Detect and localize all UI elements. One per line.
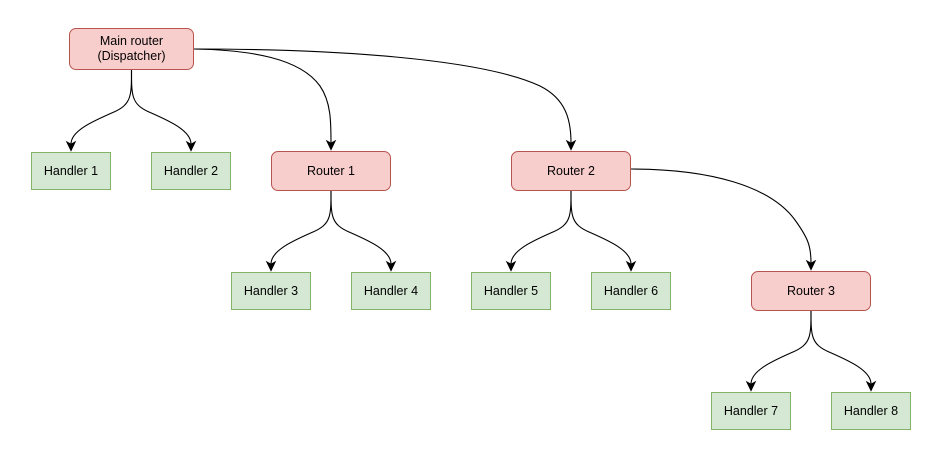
edge-r1-h4 [330,190,392,265]
node-handler-8-label: Handler 8 [843,403,899,418]
edge-r2-h5 [510,190,572,265]
edge-main-h2-arrowhead [185,140,197,152]
node-router-3[interactable]: Router 3 [751,271,871,311]
node-router-3-label: Router 3 [787,283,835,298]
node-handler-1[interactable]: Handler 1 [31,152,111,190]
edge-r1-h3 [270,190,332,265]
node-router-1[interactable]: Router 1 [271,151,391,191]
node-handler-5-label: Handler 5 [483,283,539,298]
node-handler-4-label: Handler 4 [363,283,419,298]
node-handler-2-label: Handler 2 [163,163,219,178]
node-handler-4[interactable]: Handler 4 [351,272,431,310]
node-handler-5[interactable]: Handler 5 [471,272,551,310]
node-router-2[interactable]: Router 2 [511,151,631,191]
edge-r2-r3 [630,168,812,264]
node-router-1-label: Router 1 [307,163,355,178]
edge-r3-h8-arrowhead [865,380,877,392]
edge-main-r1 [193,48,332,144]
node-main-router-label: Main router (Dispatcher) [97,34,166,63]
node-main-router[interactable]: Main router (Dispatcher) [69,28,194,70]
edge-r2-h6-arrowhead [625,260,637,272]
node-handler-7-label: Handler 7 [723,403,779,418]
node-handler-2[interactable]: Handler 2 [151,152,231,190]
edges-group [65,48,877,392]
node-handler-3[interactable]: Handler 3 [231,272,311,310]
node-router-2-label: Router 2 [547,163,595,178]
edge-r3-h8 [810,310,872,385]
edge-main-r2 [193,48,572,144]
node-handler-3-label: Handler 3 [243,283,299,298]
node-handler-6-label: Handler 6 [603,283,659,298]
edge-r2-h6 [570,190,632,265]
node-handler-1-label: Handler 1 [43,163,99,178]
edge-r1-h3-arrowhead [265,260,277,272]
edge-r3-h7-arrowhead [745,380,757,392]
edge-main-r1-arrowhead [325,139,337,151]
node-handler-7[interactable]: Handler 7 [711,392,791,430]
edge-main-h2 [130,69,192,145]
edge-main-h1 [70,69,133,145]
node-handler-8[interactable]: Handler 8 [831,392,911,430]
node-handler-6[interactable]: Handler 6 [591,272,671,310]
edge-main-r2-arrowhead [565,139,577,151]
edge-r3-h7 [750,310,812,385]
edge-r1-h4-arrowhead [385,260,397,272]
edge-main-h1-arrowhead [65,140,77,152]
edge-r2-r3-arrowhead [805,259,817,271]
edge-r2-h5-arrowhead [505,260,517,272]
